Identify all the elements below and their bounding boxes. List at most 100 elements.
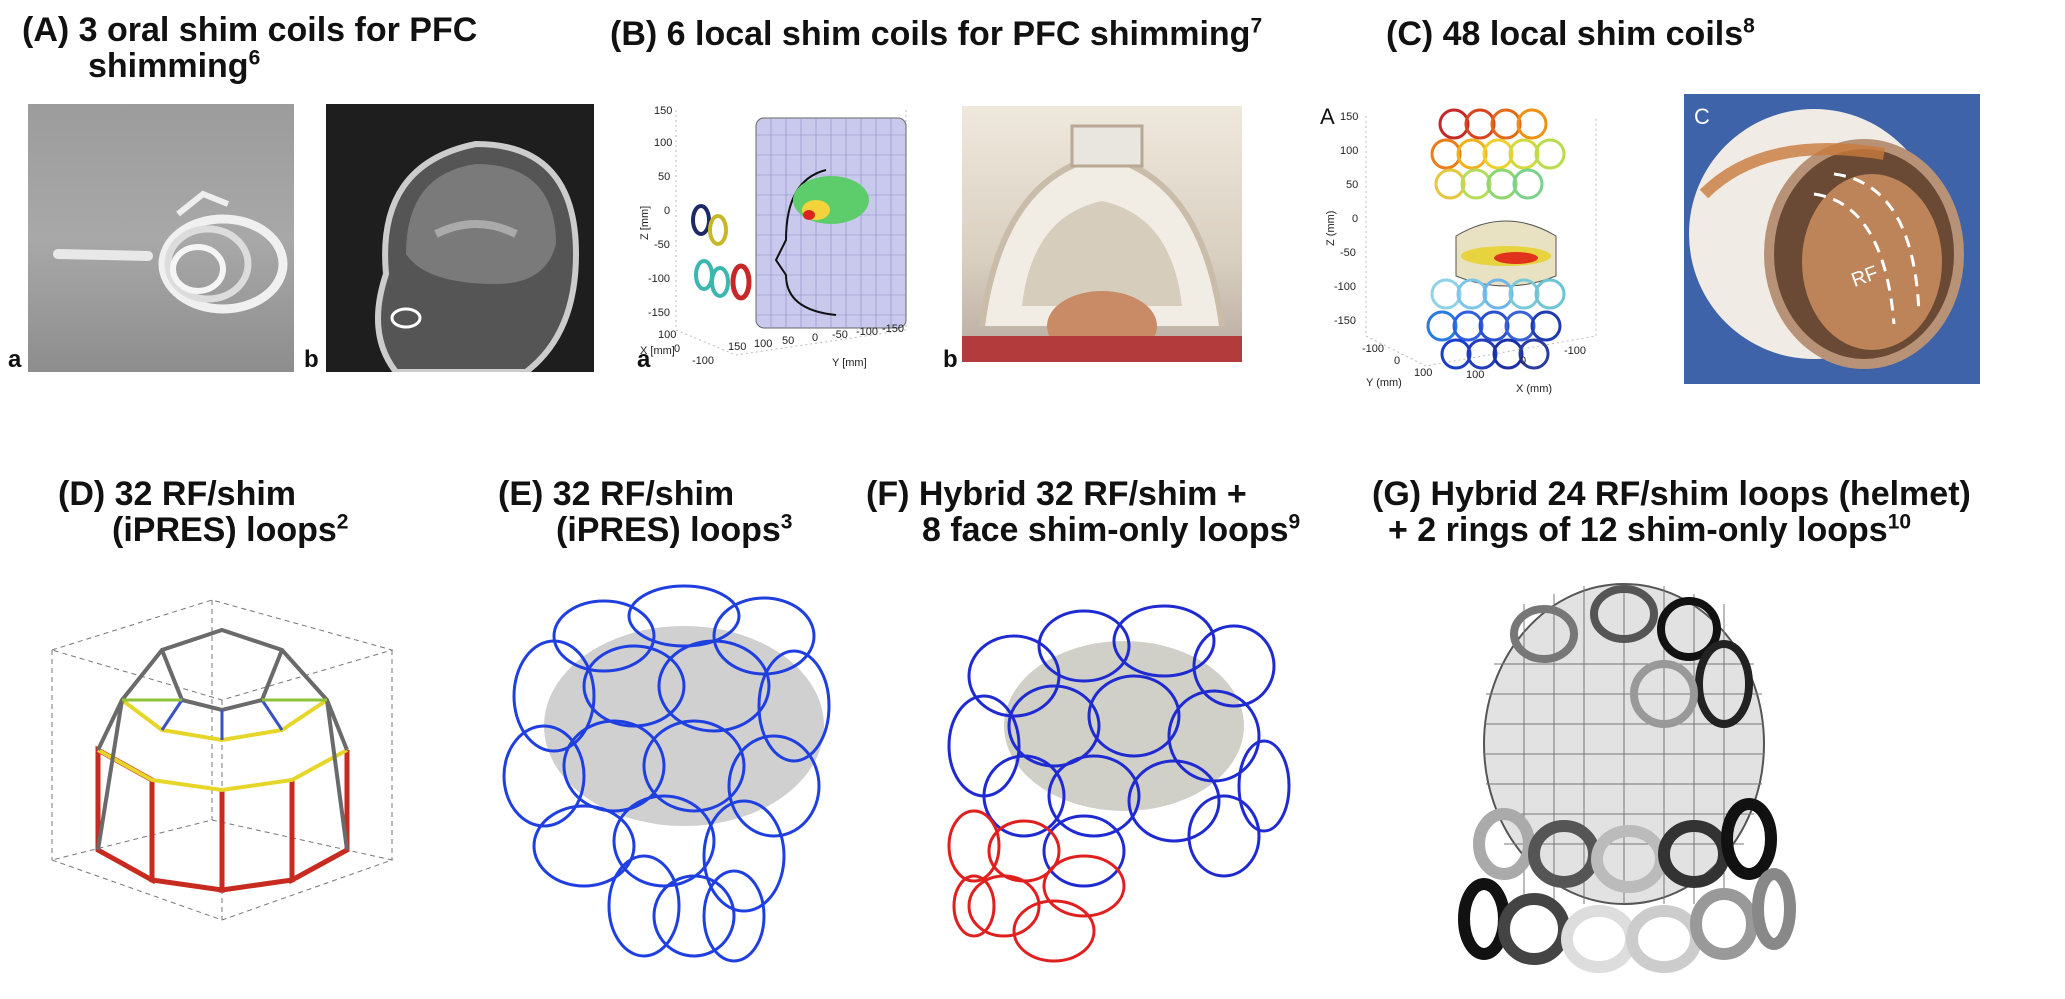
panel-d-title: (D) 32 RF/shim <box>58 474 296 514</box>
panel-c-z-tick-3: 0 <box>1352 213 1358 225</box>
panel-a-sub-b: b <box>304 346 319 373</box>
panel-b-y-tick-1: 100 <box>754 338 772 350</box>
panel-f-title-line1: (F) Hybrid 32 RF/shim + <box>866 475 1247 513</box>
panel-c-shim-plot: A Z (mm) 150 100 50 0 <box>1320 104 1597 395</box>
panel-c-y-tick-2: 100 <box>1414 367 1432 379</box>
panel-f-title-line2: 8 face shim-only loops <box>922 511 1289 549</box>
panel-c-z-tick-4: -50 <box>1340 247 1356 259</box>
panel-e-ref: 3 <box>780 510 793 534</box>
panel-d-wireframe-coils <box>50 599 394 921</box>
shim-coil-teal-1 <box>694 259 714 291</box>
panel-e-title-line1: (E) 32 RF/shim <box>498 475 735 513</box>
panel-c-y-tick-0: -100 <box>1362 343 1384 355</box>
panel-c-x-tick-1: 0 <box>1520 355 1526 367</box>
panel-g-shim-ring-2 <box>1458 868 1796 973</box>
panel-c-axes <box>1365 116 1597 367</box>
shim-coil-navy <box>691 204 711 236</box>
panel-g-title-line2: + 2 rings of 12 shim-only loops <box>1388 511 1888 549</box>
cylinder-coil-drawing: C RF <box>1689 104 1964 369</box>
panel-b-x-tick-0: 100 <box>658 329 676 341</box>
panel-b-y-tick-3: 0 <box>812 332 818 344</box>
panel-c-x-tick-2: -100 <box>1564 345 1586 357</box>
panel-b-y-tick-6: -150 <box>882 323 904 335</box>
panel-b-y-tick-2: 50 <box>782 335 794 347</box>
panel-b-z-label: Z [mm] <box>639 206 651 240</box>
panel-g-helmet-coils <box>1458 583 1796 973</box>
shim-coil-yellow <box>708 214 728 246</box>
panel-g-ref: 10 <box>1887 510 1912 534</box>
panel-f-face-shim-loops <box>947 809 1126 963</box>
panel-c-title-text: (C) 48 local shim coils <box>1386 15 1744 53</box>
panel-d-bounding-box <box>50 599 394 921</box>
panel-c-x-tick-0: 100 <box>1466 369 1484 381</box>
panel-f-rf-shim-loops <box>947 604 1291 888</box>
oral-coil-photo <box>28 104 294 372</box>
panel-c-y-label: Y (mm) <box>1366 377 1402 389</box>
shim-coil-teal-2 <box>710 266 730 298</box>
panel-g-mesh <box>1484 584 1764 904</box>
panel-b-sub-b: b <box>943 346 958 373</box>
panel-f-title: (F) Hybrid 32 RF/shim + <box>866 474 1247 514</box>
panel-f-title-2: 8 face shim-only loops9 <box>922 510 1300 550</box>
panel-e-title-2: (iPRES) loops3 <box>556 510 792 550</box>
panel-c-z-tick-5: -100 <box>1334 281 1356 293</box>
panel-b-ref: 7 <box>1250 14 1263 38</box>
panel-b-z-tick-2: 50 <box>658 171 670 183</box>
panel-b-y-label: Y [mm] <box>832 357 867 369</box>
panel-b-z-tick-1: 100 <box>654 137 672 149</box>
panel-e-brain <box>544 626 824 826</box>
mri-head-drawing <box>375 140 580 372</box>
panel-d-title-2: (iPRES) loops2 <box>112 510 348 550</box>
panel-c-z-label: Z (mm) <box>1325 211 1337 246</box>
panel-b-z-tick-0: 150 <box>654 105 672 117</box>
panel-d-title-line1: (D) 32 RF/shim <box>58 475 297 513</box>
panel-b-z-tick-3: 0 <box>664 205 670 217</box>
panel-f-hybrid-coils <box>947 604 1291 963</box>
panel-a-title-line2: shimming <box>88 47 249 85</box>
oral-coil-marker <box>390 307 422 329</box>
panel-c-title: (C) 48 local shim coils8 <box>1386 14 1755 54</box>
panel-a-sub-a: a <box>8 346 22 373</box>
panel-c-top-ring <box>1430 108 1566 200</box>
panel-b-sub-a: a <box>637 346 651 373</box>
panel-a-title-line1: (A) 3 oral shim coils for PFC <box>22 11 478 49</box>
panel-c-z-tick-2: 50 <box>1346 179 1358 191</box>
panel-f-brain <box>1004 641 1244 811</box>
panel-c-sub-c: C <box>1694 104 1710 129</box>
panel-c-x-label: X (mm) <box>1516 383 1552 395</box>
panel-d-blue-loops <box>160 699 284 740</box>
panel-b-title-text: (B) 6 local shim coils for PFC shimming <box>610 15 1251 53</box>
panel-c-y-tick-1: 0 <box>1394 355 1400 367</box>
panel-b-x-label: X [mm] <box>640 345 675 357</box>
panel-a-title: (A) 3 oral shim coils for PFC <box>22 10 477 50</box>
panel-c-bottom-ring <box>1426 278 1566 370</box>
panel-b-title: (B) 6 local shim coils for PFC shimming7 <box>610 14 1262 54</box>
panel-c-z-tick-0: 150 <box>1340 111 1358 123</box>
panel-b-x-tick-1: 0 <box>674 343 680 355</box>
panel-g-shim-ring-1 <box>1473 798 1777 893</box>
panel-e-blue-loops <box>502 584 831 963</box>
panel-c-ref: 8 <box>1743 14 1755 38</box>
oral-coil-drawing <box>53 190 288 314</box>
panel-e-ipres-coils <box>502 584 831 963</box>
panel-f-ref: 9 <box>1288 510 1301 534</box>
panel-b-y-tick-5: -100 <box>856 326 878 338</box>
panel-c-z-tick-6: -150 <box>1334 315 1356 327</box>
sagittal-mri-image <box>326 104 594 372</box>
panel-g-title: (G) Hybrid 24 RF/shim loops (helmet) <box>1372 474 1971 514</box>
panel-c-z-tick-1: 100 <box>1340 145 1358 157</box>
panel-b-z-tick-6: -150 <box>648 307 670 319</box>
panel-b-z-tick-5: -100 <box>648 273 670 285</box>
panel-b-y-tick-4: -50 <box>832 329 848 341</box>
panel-a-ref: 6 <box>248 46 261 70</box>
panel-e-title: (E) 32 RF/shim <box>498 474 734 514</box>
shim-coil-cylinder-photo: C RF <box>1684 94 1980 384</box>
panel-g-title-2: + 2 rings of 12 shim-only loops10 <box>1388 510 1911 550</box>
panel-b-x-tick-2: -100 <box>692 355 714 367</box>
local-shim-array-photo <box>962 106 1242 362</box>
panel-d-title-line2: (iPRES) loops <box>112 511 337 549</box>
panel-g-title-line1: (G) Hybrid 24 RF/shim loops (helmet) <box>1372 475 1971 513</box>
shim-coil-red <box>730 263 752 301</box>
panel-a-title-2: shimming6 <box>88 46 260 86</box>
panel-b-y-tick-0: 150 <box>728 341 746 353</box>
